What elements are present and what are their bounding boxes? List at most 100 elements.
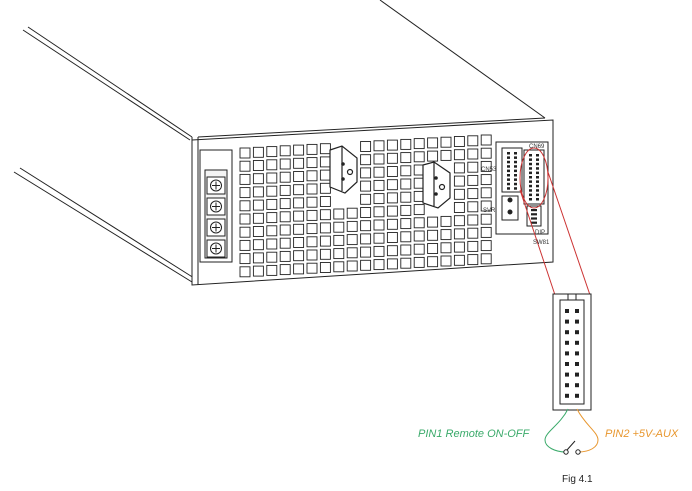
vent-hole [279, 211, 291, 223]
vent-hole [306, 249, 318, 261]
vent-hole [360, 167, 372, 179]
vent-hole [400, 138, 412, 150]
vent-hole [386, 139, 398, 151]
connector-panel [495, 141, 549, 235]
vent-hole [252, 146, 264, 158]
vent-hole [360, 259, 372, 271]
connector-pin [529, 158, 532, 161]
enlarged-pin [565, 330, 569, 335]
vent-hole [386, 152, 398, 164]
vent-hole [266, 159, 278, 171]
vent-hole [413, 204, 425, 216]
vent-hole [360, 154, 372, 166]
vent-hole [453, 254, 465, 266]
vent-hole [279, 250, 291, 262]
remote-switch-symbol [563, 440, 581, 455]
connector-pin [529, 171, 532, 175]
vent-hole [480, 240, 492, 252]
vent-hole [293, 144, 305, 156]
vent-hole [360, 220, 372, 232]
enlarged-pin [575, 330, 579, 335]
vent-hole [266, 146, 278, 158]
connector-pin [536, 193, 539, 197]
vent-hole [373, 259, 385, 271]
enlarged-pin [575, 319, 579, 324]
vent-hole [400, 152, 412, 164]
vent-hole [400, 257, 412, 269]
vent-hole [319, 196, 331, 207]
vent-hole [373, 140, 385, 152]
vent-hole [239, 266, 251, 278]
vent-hole [279, 145, 291, 157]
vent-hole [440, 229, 452, 241]
vent-hole [293, 210, 305, 222]
vent-hole [467, 201, 479, 213]
enlarged-pin [565, 372, 569, 377]
connector-pin [514, 169, 517, 173]
vent-hole [373, 179, 385, 191]
vent-hole [293, 157, 305, 169]
connector-pin [507, 187, 510, 190]
vent-hole [319, 209, 331, 221]
vent-hole [306, 143, 318, 155]
vent-hole [239, 200, 251, 212]
vent-hole [467, 161, 479, 173]
vent-hole [346, 234, 358, 246]
enlarged-pin [565, 393, 569, 398]
dip-switch [531, 221, 537, 224]
vent-hole [427, 216, 439, 228]
connector-pin [514, 165, 517, 168]
vent-grid [239, 134, 492, 278]
connector-pin [529, 162, 532, 166]
connector-pin [514, 152, 517, 155]
label-pin1: PIN1 Remote ON-OFF [418, 428, 531, 440]
vent-hole [360, 207, 372, 218]
vent-hole [266, 185, 278, 197]
pin1-wire [544, 408, 569, 453]
enlarged-pin [575, 393, 579, 398]
vent-hole [252, 186, 264, 198]
enlarged-pin [565, 383, 569, 388]
vent-hole [400, 191, 412, 203]
vent-hole [480, 134, 492, 146]
connector-pin [529, 176, 532, 179]
enlarged-pin [575, 372, 579, 377]
vent-hole [480, 174, 492, 186]
vent-hole [480, 226, 492, 238]
vent-hole [279, 264, 291, 276]
vent-hole [467, 240, 479, 252]
vent-hole [252, 212, 264, 224]
enlarged-pin [575, 340, 579, 345]
connector-pin [536, 198, 539, 201]
vent-hole [252, 265, 264, 277]
connector-pin [514, 178, 517, 181]
screw-terminal-block [199, 149, 233, 263]
vent-hole [373, 166, 385, 178]
vent-hole [427, 256, 439, 268]
vent-hole [427, 150, 439, 162]
vent-hole [453, 162, 465, 174]
vent-hole [319, 248, 331, 260]
connector-pin [529, 180, 532, 183]
vent-hole [319, 156, 331, 168]
vent-hole [453, 215, 465, 227]
vent-hole [360, 180, 372, 192]
vent-hole [373, 245, 385, 257]
vent-hole [360, 193, 372, 205]
label-pin2: PIN2 +5V-AUX [605, 428, 679, 440]
vent-hole [266, 212, 278, 224]
vent-hole [400, 218, 412, 230]
vent-hole [373, 206, 385, 218]
vent-hole [467, 227, 479, 239]
vent-hole [252, 160, 264, 171]
vent-hole [239, 147, 251, 159]
vent-hole [467, 188, 479, 200]
vent-hole [293, 197, 305, 209]
vent-hole [467, 254, 479, 266]
connector-pin [536, 176, 539, 179]
vent-hole [293, 184, 305, 196]
vent-hole [239, 160, 251, 172]
vent-hole [480, 253, 492, 265]
vent-hole [306, 223, 318, 235]
vent-hole [266, 172, 278, 184]
